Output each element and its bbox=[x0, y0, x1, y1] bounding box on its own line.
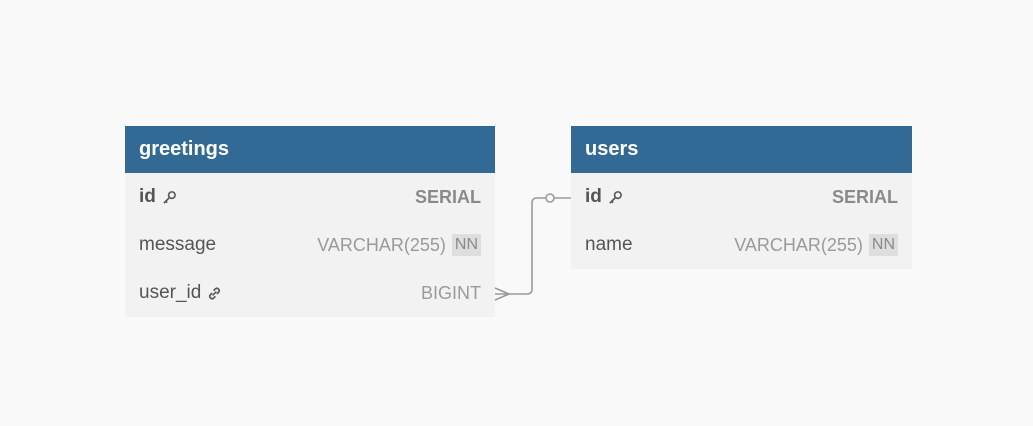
column-type: VARCHAR(255) bbox=[734, 234, 863, 255]
link-icon bbox=[207, 286, 222, 301]
column-row-user-id[interactable]: user_id BIGINT bbox=[125, 269, 495, 317]
table-header[interactable]: greetings bbox=[125, 126, 495, 173]
crow-foot-many-marker bbox=[494, 287, 510, 301]
column-name-cell: message bbox=[139, 234, 216, 256]
circle-optional-marker bbox=[545, 193, 555, 203]
column-name-cell: id bbox=[585, 186, 623, 208]
not-null-badge: NN bbox=[868, 234, 898, 256]
column-name: message bbox=[139, 234, 217, 255]
column-type: SERIAL bbox=[414, 186, 481, 207]
column-type-cell: BIGINT bbox=[421, 283, 481, 304]
column-name-cell: id bbox=[139, 186, 177, 208]
column-type: BIGINT bbox=[420, 282, 481, 303]
key-icon bbox=[162, 190, 177, 205]
table-greetings[interactable]: greetings id SERIAL message bbox=[125, 126, 495, 317]
not-null-badge: NN bbox=[451, 234, 481, 256]
column-type: SERIAL bbox=[831, 186, 898, 207]
key-icon bbox=[608, 190, 623, 205]
column-type-cell: VARCHAR(255) NN bbox=[734, 234, 898, 256]
column-name: name bbox=[585, 234, 633, 255]
relationship-line bbox=[495, 197, 571, 295]
column-name-cell: user_id bbox=[139, 282, 222, 304]
column-row-name[interactable]: name VARCHAR(255) NN bbox=[571, 221, 912, 269]
column-name: id bbox=[139, 186, 156, 207]
column-row-id[interactable]: id SERIAL bbox=[125, 173, 495, 221]
column-type-cell: SERIAL bbox=[832, 187, 898, 208]
column-name: user_id bbox=[139, 282, 202, 303]
table-header[interactable]: users bbox=[571, 126, 912, 173]
column-type: VARCHAR(255) bbox=[317, 234, 446, 255]
column-type-cell: VARCHAR(255) NN bbox=[317, 234, 481, 256]
column-row-id[interactable]: id SERIAL bbox=[571, 173, 912, 221]
column-name-cell: name bbox=[585, 234, 633, 256]
column-name: id bbox=[585, 186, 602, 207]
column-row-message[interactable]: message VARCHAR(255) NN bbox=[125, 221, 495, 269]
table-users[interactable]: users id SERIAL name VA bbox=[571, 126, 912, 269]
column-type-cell: SERIAL bbox=[415, 187, 481, 208]
